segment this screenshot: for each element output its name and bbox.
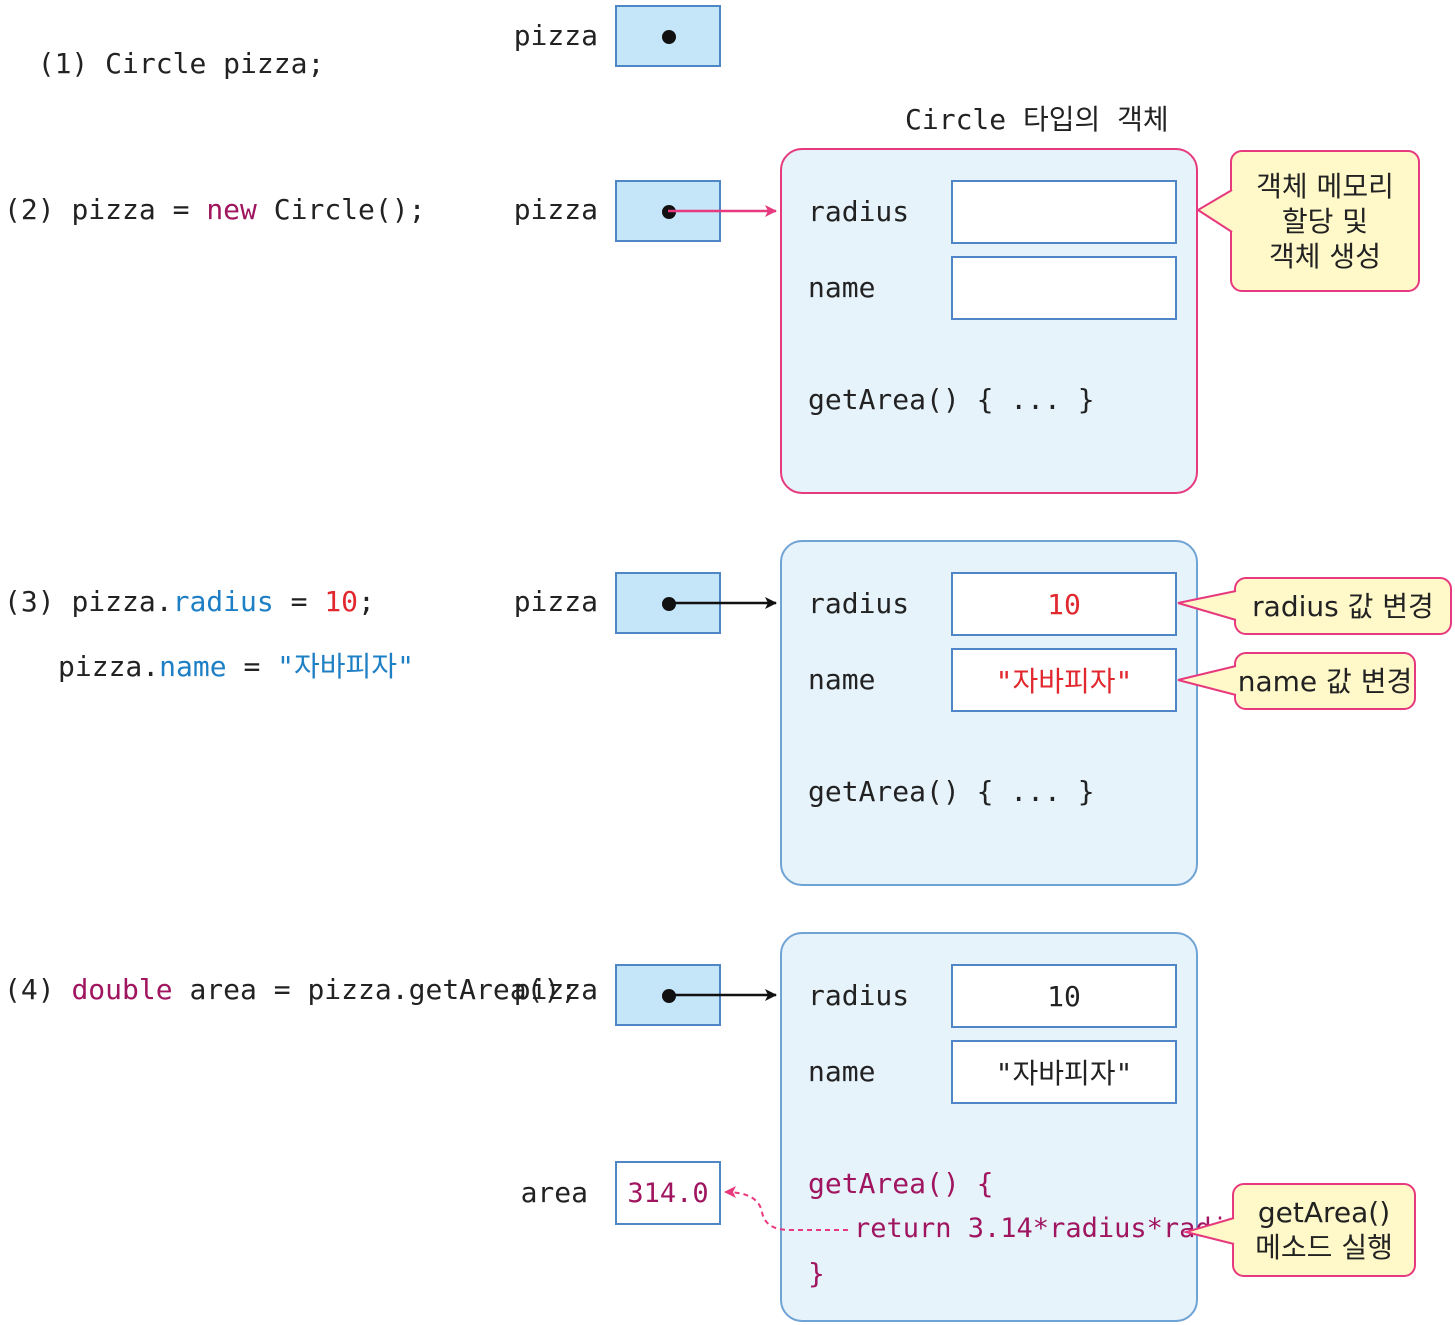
field-label-name: name (808, 1055, 876, 1088)
method-close: } (808, 1257, 825, 1290)
step3-eq1: = (273, 585, 325, 618)
field-label-radius: radius (808, 587, 910, 620)
step2-eq: = (155, 193, 207, 226)
ref-label-2: pizza (513, 193, 598, 226)
ref-label-4: pizza (513, 973, 598, 1006)
step4-code: (4) double area = pizza.getArea(); (4, 976, 577, 1004)
step3-value2: "자바피자" (277, 650, 414, 683)
field-value-radius: 10 (951, 572, 1177, 636)
field-value-radius: 10 (951, 964, 1177, 1028)
step3-field1: radius (172, 585, 274, 618)
callout-method-run: getArea() 메소드 실행 (1232, 1183, 1416, 1277)
step1-code: (1) Circle pizza; (4, 22, 325, 80)
step3-eq2: = (226, 650, 278, 683)
callout-method-line2: 메소드 실행 (1255, 1231, 1393, 1264)
callout-alloc-pointer (1196, 189, 1233, 233)
step2-keyword: new (206, 193, 257, 226)
return-arrow (724, 1186, 848, 1231)
object-title: Circle 타입의 객체 (905, 103, 1169, 136)
method-getarea: getArea() { ... } (808, 775, 1095, 808)
step4-rest: area = pizza.getArea(); (172, 973, 578, 1006)
null-dot (662, 30, 676, 44)
method-getarea: getArea() { ... } (808, 383, 1095, 416)
field-label-radius: radius (808, 979, 910, 1012)
field-box-radius (951, 180, 1177, 244)
ref-box-1 (615, 5, 721, 67)
field-box-name (951, 256, 1177, 320)
field-label-name: name (808, 663, 876, 696)
step3-semi1: ; (358, 585, 375, 618)
step2-number: (2) (4, 193, 55, 226)
step3-var1: pizza. (71, 585, 173, 618)
method-open: getArea() { (808, 1167, 994, 1200)
callout-radius-pointer (1177, 590, 1237, 621)
callout-alloc-line2: 할당 및 (1281, 204, 1369, 238)
step3-code-line2: pizza.name = "자바피자" (58, 653, 414, 681)
callout-name-pointer (1177, 665, 1237, 696)
step3-code-line1: (3) pizza.radius = 10; (4, 588, 375, 616)
step2-rest: Circle(); (256, 193, 426, 226)
step3-field2: name (159, 650, 227, 683)
step4-keyword: double (71, 973, 173, 1006)
step1-number: (1) (37, 47, 89, 80)
ref-label-1: pizza (513, 19, 598, 52)
step2-code: (2) pizza = new Circle(); (4, 196, 425, 224)
callout-radius-change: radius 값 변경 (1234, 577, 1452, 635)
step3-var2: pizza. (58, 650, 160, 683)
area-value-box: 314.0 (615, 1161, 721, 1225)
step2-var: pizza (71, 193, 156, 226)
step3-number: (3) (4, 585, 55, 618)
area-label: area (520, 1176, 588, 1209)
ref-label-3: pizza (513, 585, 598, 618)
step3-value1: 10 (324, 585, 359, 618)
callout-method-line1: getArea() (1257, 1196, 1391, 1229)
field-value-name: "자바피자" (951, 648, 1177, 712)
circle-object-method-call: radius 10 name "자바피자" getArea() { return… (780, 932, 1277, 1322)
circle-object-assigned: radius 10 name "자바피자" getArea() { ... } (780, 540, 1198, 886)
callout-alloc: 객체 메모리 할당 및 객체 생성 (1230, 150, 1420, 292)
callout-alloc-line3: 객체 생성 (1269, 239, 1381, 273)
step1-statement: Circle pizza; (105, 47, 325, 80)
callout-method-pointer (1182, 1217, 1235, 1245)
field-label-radius: radius (808, 195, 910, 228)
circle-object-new: radius name getArea() { ... } (780, 148, 1198, 494)
callout-name-change: name 값 변경 (1234, 652, 1416, 710)
step4-number: (4) (4, 973, 55, 1006)
field-value-name: "자바피자" (951, 1040, 1177, 1104)
field-label-name: name (808, 271, 876, 304)
callout-alloc-line1: 객체 메모리 (1256, 169, 1394, 203)
